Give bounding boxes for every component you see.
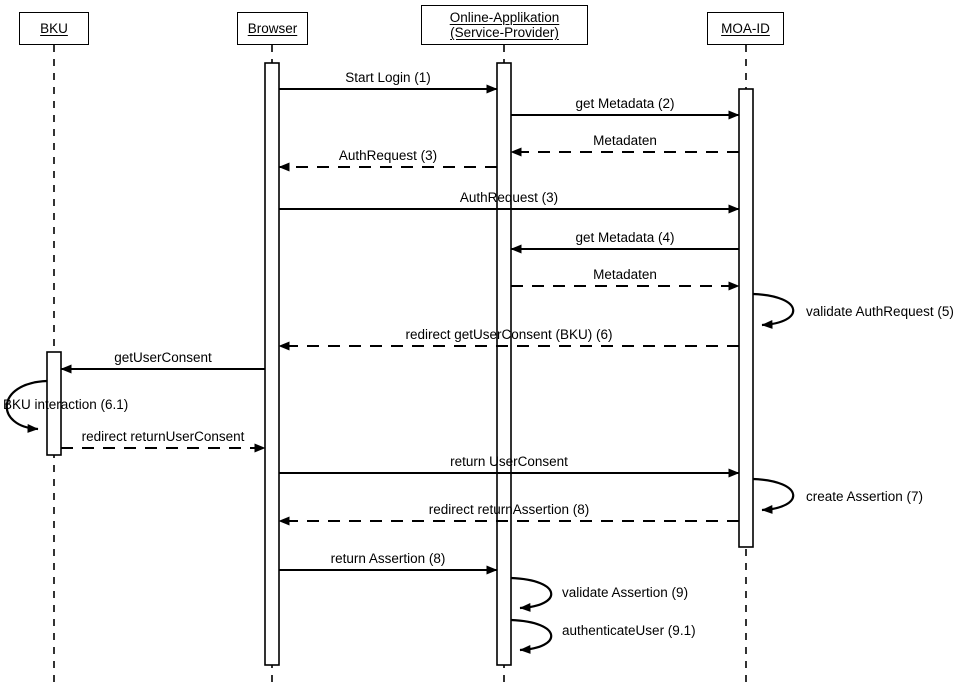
message-label-m5: AuthRequest (3) [459, 190, 559, 205]
self-message-label-s2: BKU interaction (6.1) [3, 397, 129, 412]
activation-bar-bku [46, 351, 62, 456]
self-message-label-s1: validate AuthRequest (5) [806, 304, 954, 319]
activation-bars-group [46, 62, 754, 666]
message-label-m4: AuthRequest (3) [338, 148, 438, 163]
message-label-m12: redirect returnAssertion (8) [428, 502, 590, 517]
self-message-label-s5: authenticateUser (9.1) [562, 623, 696, 638]
message-arrows-group [60, 84, 740, 575]
activation-bar-browser [264, 62, 280, 666]
message-label-m2: get Metadata (2) [575, 96, 675, 111]
lifeline-header-browser[interactable]: Browser [237, 12, 308, 45]
message-label-m13: return Assertion (8) [330, 551, 446, 566]
self-message-label-s3: create Assertion (7) [806, 489, 924, 504]
message-label-m11: return UserConsent [450, 454, 568, 469]
lifeline-label-bku: BKU [40, 21, 68, 36]
message-label-m7: Metadaten [593, 267, 657, 282]
message-label-m6: get Metadata (4) [575, 230, 675, 245]
self-message-arc-s2 [5, 379, 48, 433]
lifeline-label-moaid: MOA-ID [721, 21, 770, 36]
message-label-m8: redirect getUserConsent (BKU) (6) [405, 327, 613, 342]
activation-bar-oa [496, 62, 512, 666]
message-label-m10: redirect returnUserConsent [81, 429, 245, 444]
lifeline-header-oa[interactable]: Online-Applikation (Service-Provider) [421, 5, 588, 45]
self-message-label-s4: validate Assertion (9) [562, 585, 689, 600]
lifeline-label-browser: Browser [247, 21, 298, 36]
lifeline-header-bku[interactable]: BKU [19, 12, 89, 45]
lifeline-label-oa: Online-Applikation (Service-Provider) [449, 10, 560, 40]
self-message-arc-s3 [752, 477, 795, 515]
message-label-m1: Start Login (1) [345, 70, 431, 85]
message-label-m3: Metadaten [593, 133, 657, 148]
self-message-arc-s5 [510, 618, 553, 655]
lifeline-header-moaid[interactable]: MOA-ID [707, 12, 784, 45]
self-message-arcs-group [5, 292, 795, 655]
self-message-arc-s4 [510, 576, 553, 613]
self-message-arc-s1 [752, 292, 795, 330]
message-label-m9: getUserConsent [114, 350, 212, 365]
activation-bar-moaid [738, 88, 754, 548]
